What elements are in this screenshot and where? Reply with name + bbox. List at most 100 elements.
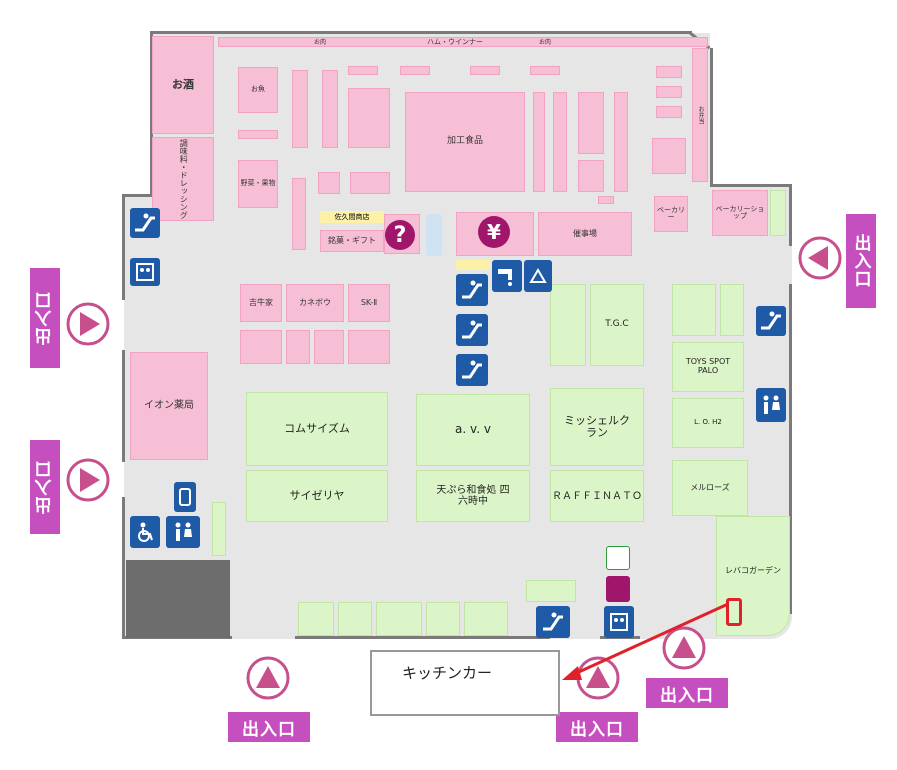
store-col-6[interactable] — [578, 160, 604, 192]
escalator-icon-center-2[interactable] — [456, 314, 488, 346]
store-small-green-right[interactable] — [770, 190, 786, 236]
store-michel[interactable]: ミッシェルクラン — [550, 388, 644, 466]
wall-right-lower — [789, 284, 792, 614]
escalator-icon-center-1[interactable] — [456, 274, 488, 306]
water-icon[interactable] — [492, 260, 522, 292]
store-col-1[interactable] — [292, 70, 308, 148]
restroom-icon-left[interactable] — [166, 516, 200, 548]
store-small-b[interactable] — [598, 196, 614, 204]
store-bakery-shop[interactable]: ベーカリーショップ — [712, 190, 768, 236]
entrance-arrow-bottom-1[interactable] — [246, 656, 290, 700]
store-bottom-4[interactable] — [426, 602, 460, 636]
kitchen-car-marker[interactable] — [726, 598, 742, 626]
store-block-1[interactable] — [348, 88, 390, 148]
aed-icon[interactable] — [606, 546, 630, 570]
entrance-label-bottom-3: 出入口 — [646, 678, 728, 708]
store-row-small-4[interactable] — [530, 66, 560, 75]
store-mid-4[interactable] — [348, 330, 390, 364]
kids-icon[interactable] — [426, 214, 442, 256]
store-nenji[interactable]: 催事場 — [538, 212, 632, 256]
entrance-label-right: 出入口 — [846, 214, 876, 308]
entrance-label-bottom-2: 出入口 — [556, 712, 638, 742]
store-niku-top[interactable]: お肉 — [313, 39, 326, 46]
store-right-2[interactable] — [656, 86, 682, 98]
nursing-icon[interactable] — [524, 260, 552, 292]
store-comsaism[interactable]: コムサイズム — [246, 392, 388, 466]
store-row-small-1[interactable] — [348, 66, 378, 75]
store-col-4[interactable] — [553, 92, 567, 192]
restroom-icon-right[interactable] — [756, 388, 786, 422]
store-green-c[interactable] — [720, 284, 744, 336]
store-side-right[interactable]: お弁当 — [692, 48, 708, 182]
store-niku-top2[interactable]: お肉 — [538, 39, 551, 46]
info-icon[interactable]: ? — [385, 220, 415, 250]
store-col-3[interactable] — [533, 92, 545, 192]
store-mid-2[interactable] — [286, 330, 310, 364]
wall-left-1 — [122, 194, 125, 300]
store-green-a[interactable] — [550, 284, 586, 366]
store-kakou[interactable]: 加工食品 — [405, 92, 525, 192]
store-raffinato[interactable]: ＲＡＦＦＩＮＡＴＯ — [550, 470, 644, 522]
store-right-4[interactable] — [652, 138, 686, 174]
charging-icon[interactable] — [606, 576, 630, 602]
store-bottom-1[interactable] — [298, 602, 334, 636]
entrance-arrow-left-2[interactable] — [66, 458, 110, 502]
escalator-icon-right[interactable] — [756, 306, 786, 336]
store-aviv[interactable]: a. v. v — [416, 394, 530, 466]
store-small-d[interactable] — [350, 172, 390, 194]
store-right-3[interactable] — [656, 106, 682, 118]
store-mid-1[interactable] — [240, 330, 282, 364]
store-col-5[interactable] — [578, 92, 604, 154]
store-col-7[interactable] — [614, 92, 628, 192]
store-bakery[interactable]: ベーカリー — [654, 196, 688, 232]
store-bottom-6[interactable] — [526, 580, 576, 602]
store-small-a[interactable] — [238, 130, 278, 139]
store-lohz[interactable]: L. O. H2 — [672, 398, 744, 448]
entrance-arrow-bottom-3[interactable] — [662, 626, 706, 670]
store-merolose[interactable]: メルローズ — [672, 460, 748, 516]
store-yasai[interactable]: 野菜・果物 — [238, 160, 278, 208]
yellow-tag — [456, 260, 490, 270]
atm-icon[interactable]: ¥ — [478, 216, 510, 248]
wall-bottom-2 — [295, 636, 550, 639]
escalator-icon-bottom[interactable] — [536, 606, 570, 638]
store-row-small-2[interactable] — [400, 66, 430, 75]
store-tempura[interactable]: 天ぷら和食処 四六時中 — [416, 470, 530, 522]
store-osake[interactable]: お酒 — [152, 36, 214, 134]
store-aeon-pharmacy[interactable]: イオン薬局 — [130, 352, 208, 460]
store-chomi[interactable]: 調味料・ドレッシング — [152, 137, 214, 221]
store-tgc[interactable]: T.G.C — [590, 284, 644, 366]
store-saizeriya[interactable]: サイゼリヤ — [246, 470, 388, 522]
store-col-8[interactable] — [292, 178, 306, 250]
store-osakana[interactable]: お魚 — [238, 67, 278, 113]
elevator-icon[interactable] — [130, 258, 160, 286]
store-meika[interactable]: 銘菓・ギフト — [320, 230, 384, 252]
entrance-arrow-right[interactable] — [798, 236, 842, 280]
store-bottom-3[interactable] — [376, 602, 422, 636]
store-ham[interactable]: ハム・ウインナー — [427, 38, 483, 46]
kitchen-car-callout: キッチンカー — [370, 650, 560, 716]
escalator-icon[interactable] — [130, 208, 160, 238]
wall-left-3 — [122, 497, 125, 639]
store-green-b[interactable] — [672, 284, 716, 336]
store-bottom-2[interactable] — [338, 602, 372, 636]
store-rokukuro[interactable]: 佐久間商店 — [320, 211, 384, 223]
store-sk2[interactable]: SK-Ⅱ — [348, 284, 390, 322]
store-yoshinoya[interactable]: 吉牛家 — [240, 284, 282, 322]
wall-right — [789, 184, 792, 246]
store-small-c[interactable] — [318, 172, 340, 194]
escalator-icon-center-3[interactable] — [456, 354, 488, 386]
store-col-2[interactable] — [322, 70, 338, 148]
store-green-left-col[interactable] — [212, 502, 226, 556]
phone-icon[interactable] — [174, 482, 196, 512]
store-bottom-5[interactable] — [464, 602, 508, 636]
entrance-arrow-left-1[interactable] — [66, 302, 110, 346]
entrance-label-left-2: 出入口 — [30, 440, 60, 534]
store-row-small-3[interactable] — [470, 66, 500, 75]
wheelchair-icon[interactable] — [130, 516, 160, 548]
store-right-1[interactable] — [656, 66, 682, 78]
store-toys[interactable]: TOYS SPOT PALO — [672, 342, 744, 392]
store-kanebou[interactable]: カネボウ — [286, 284, 344, 322]
elevator-icon-bottom[interactable] — [604, 606, 634, 638]
store-mid-3[interactable] — [314, 330, 344, 364]
